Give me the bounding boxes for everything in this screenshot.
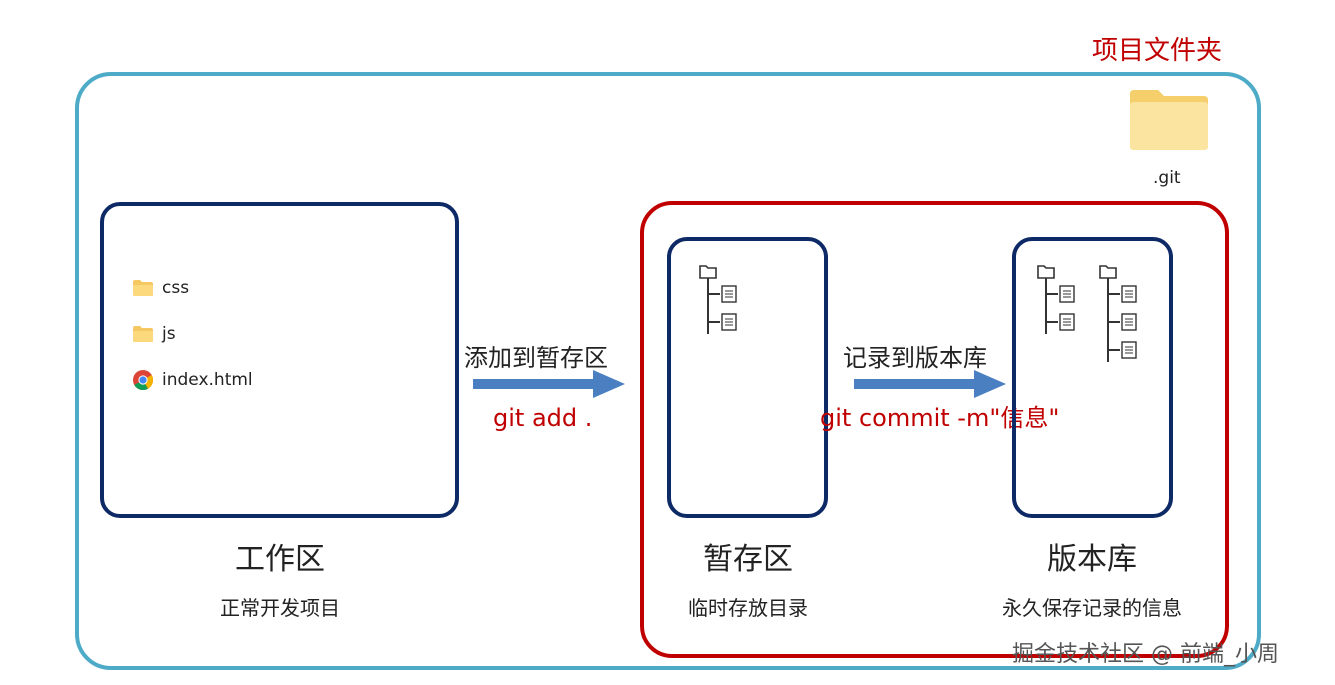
- git-folder-label: .git: [1153, 168, 1181, 188]
- add-step-label: 添加到暂存区: [464, 344, 608, 372]
- working-area-title: 工作区: [235, 542, 325, 577]
- file-list: css js index.html: [132, 276, 253, 392]
- file-tree-icon: [1037, 265, 1075, 334]
- file-name: index.html: [162, 370, 253, 390]
- file-tree-icon: [1099, 265, 1137, 362]
- repository-description: 永久保存记录的信息: [1002, 596, 1182, 620]
- file-name: js: [162, 324, 176, 344]
- file-name: css: [162, 278, 190, 298]
- watermark: 掘金技术社区 @ 前端_小周: [1012, 642, 1279, 667]
- git-commit-command: git commit -m"信息": [820, 404, 1060, 432]
- project-folder-frame: [75, 72, 1261, 670]
- git-add-command: git add .: [493, 404, 593, 432]
- file-tree-icon: [699, 265, 737, 334]
- project-folder-title: 项目文件夹: [1092, 36, 1223, 66]
- staging-area-description: 临时存放目录: [688, 596, 808, 620]
- folder-icon: [133, 280, 153, 296]
- working-area-description: 正常开发项目: [220, 596, 340, 620]
- file-item-js[interactable]: js: [132, 322, 253, 346]
- chrome-icon: [133, 370, 154, 391]
- repository-title: 版本库: [1047, 542, 1137, 577]
- commit-step-label: 记录到版本库: [843, 344, 987, 372]
- staging-area-title: 暂存区: [703, 542, 793, 577]
- staging-area-box: [667, 237, 828, 518]
- commit-arrow-icon: [854, 370, 1006, 398]
- file-item-css[interactable]: css: [132, 276, 253, 300]
- folder-icon: [133, 326, 153, 342]
- file-item-index-html[interactable]: index.html: [132, 368, 253, 392]
- git-folder-icon: [1130, 90, 1208, 150]
- git-repo-frame: [640, 201, 1229, 658]
- repository-box: [1012, 237, 1173, 518]
- working-directory-box: [100, 202, 459, 518]
- add-arrow-icon: [473, 370, 625, 398]
